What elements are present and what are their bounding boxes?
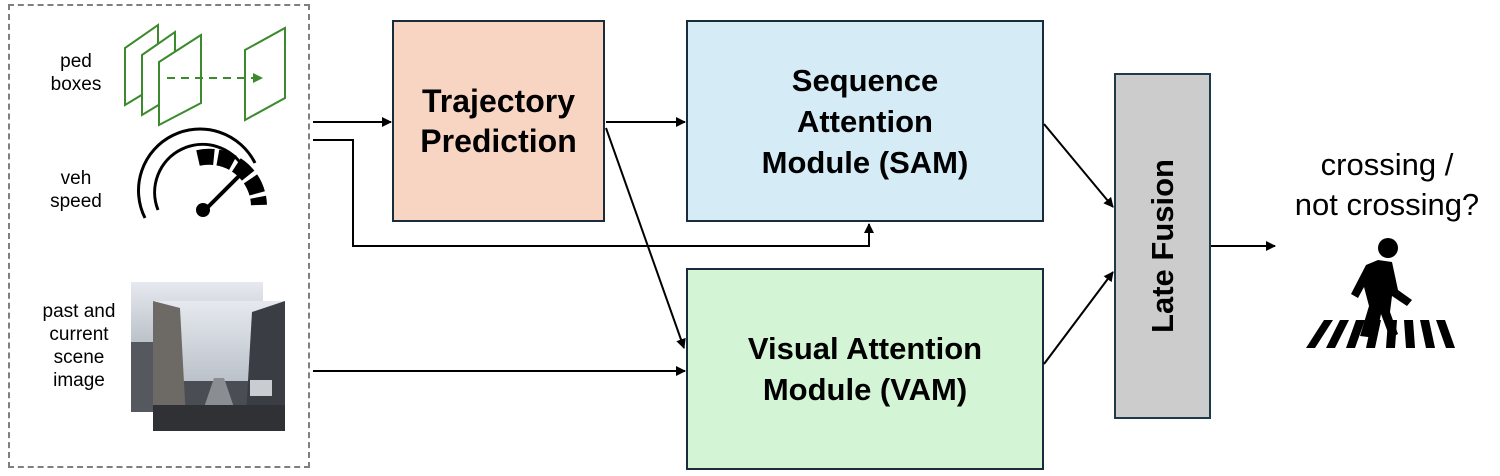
late-fusion-box: Late Fusion [1114,73,1211,419]
speedometer-icon [137,127,267,219]
trajectory-prediction-label: Trajectory Prediction [420,83,577,159]
arrow-sam-to-fusion [1043,123,1114,208]
trajectory-prediction-box: Trajectory Prediction [392,20,605,222]
sequence-attention-module-box: Sequence Attention Module (SAM) [686,20,1044,222]
scene-image-stack-icon [131,282,285,431]
sam-label: Sequence Attention Module (SAM) [761,62,969,180]
crosswalk-stripes [1306,320,1455,348]
pedestrian-crossing-icon [1306,238,1455,348]
arrows [313,117,1276,376]
output-question: crossing / not crossing? [1294,147,1480,222]
arrow-trajectory-to-vam [605,127,686,349]
scene-image-label: past and current scene image [42,301,116,391]
bounding-box-frames-icon [124,23,286,127]
veh-speed-label: veh speed [50,168,102,212]
vam-label: Visual Attention Module (VAM) [747,331,983,407]
input-panel [8,4,310,468]
arrow-input-to-sam [313,139,874,247]
visual-attention-module-box: Visual Attention Module (VAM) [686,268,1044,470]
ped-boxes-label: ped boxes [50,51,102,95]
arrow-vam-to-fusion [1043,271,1114,365]
